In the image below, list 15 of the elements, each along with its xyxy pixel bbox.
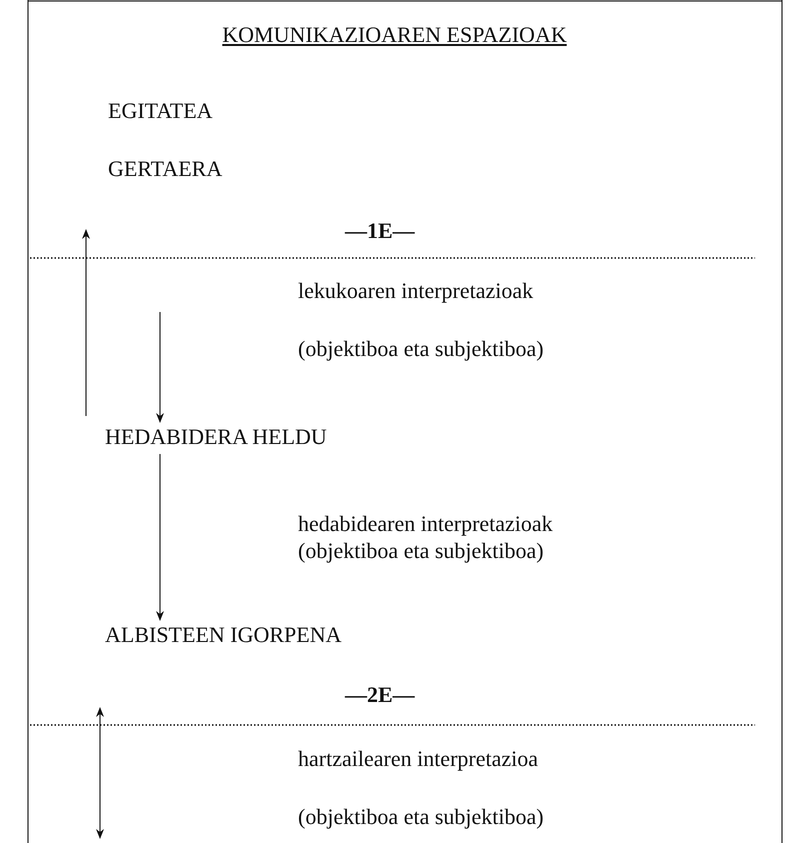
text-label: hedabidearen interpretazioak (objektiboa eta subjektiboa)	[298, 510, 554, 564]
text-label: hartzailearen interpretazioa	[298, 746, 538, 772]
arrow	[82, 229, 90, 416]
title: KOMUNIKAZIOAREN ESPAZIOAK	[222, 22, 567, 47]
arrow	[156, 454, 164, 621]
stage-label: ALBISTEEN IGORPENA	[105, 622, 342, 648]
section-marker: —2E—	[345, 682, 415, 708]
text-label: EGITATEA	[108, 98, 213, 124]
section-marker: —1E—	[345, 218, 415, 244]
text-label: (objektiboa eta subjektiboa)	[298, 804, 544, 830]
arrow	[156, 312, 164, 423]
text-label: GERTAERA	[108, 156, 222, 182]
text-label: lekukoaren interpretazioak	[298, 278, 534, 304]
stage-label: HEDABIDERA HELDU	[105, 424, 327, 450]
text-label: (objektiboa eta subjektiboa)	[298, 336, 544, 362]
